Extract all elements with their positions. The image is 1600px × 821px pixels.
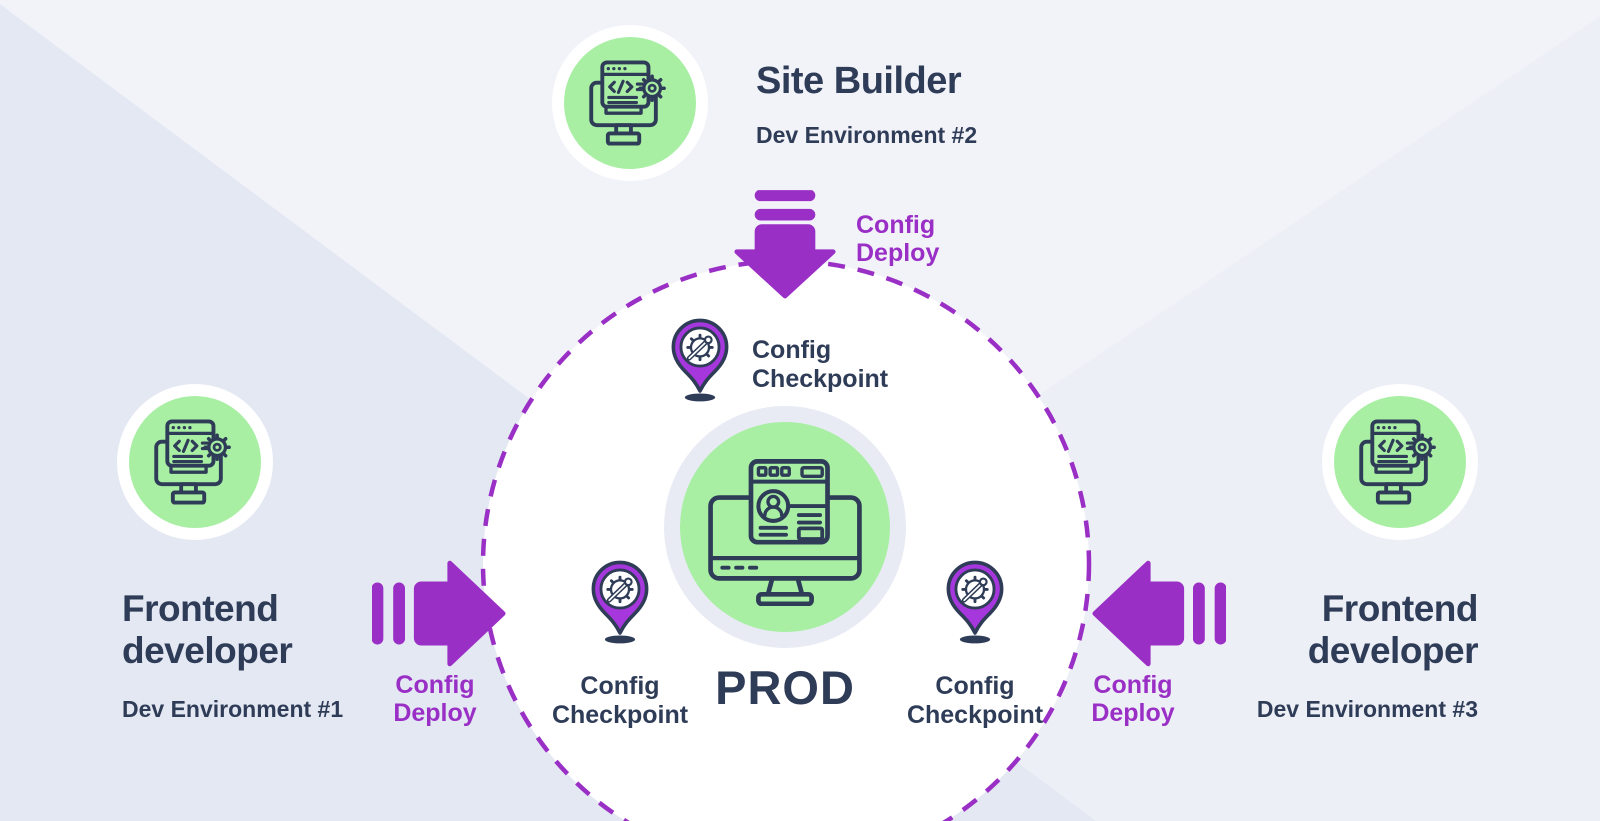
- prod-green-disc: [680, 422, 890, 632]
- frontend-dev-1-title: Frontend developer: [122, 588, 293, 672]
- checkpoint-pin-gear-icon: [584, 558, 656, 646]
- config-deploy-arrow-left-icon: [1090, 560, 1226, 667]
- frontend-dev-1-subtitle: Dev Environment #1: [122, 696, 344, 722]
- config-deploy-label-top: Config Deploy: [856, 211, 940, 267]
- avatar-green-disc: [1334, 396, 1466, 528]
- config-deploy-label-left: Config Deploy: [393, 671, 477, 727]
- config-deploy-arrow-down-icon: [733, 190, 837, 300]
- config-checkpoint-label-left: Config Checkpoint: [551, 672, 689, 729]
- frontend-dev-3-title: Frontend developer: [1307, 588, 1479, 672]
- prod-ring: [664, 406, 906, 648]
- dev-browser-gear-icon: [1352, 414, 1448, 510]
- site-builder-avatar: [552, 25, 708, 181]
- checkpoint-pin-gear-icon: [939, 558, 1011, 646]
- site-builder-title: Site Builder: [756, 60, 962, 102]
- config-checkpoint-label-right: Config Checkpoint: [906, 672, 1044, 729]
- config-deploy-label-right: Config Deploy: [1091, 671, 1175, 727]
- config-deploy-arrow-right-icon: [372, 560, 508, 667]
- prod-label: PROD: [715, 661, 855, 714]
- frontend-dev-3-subtitle: Dev Environment #3: [1256, 696, 1478, 722]
- frontend-dev-3-avatar: [1322, 384, 1478, 540]
- prod-monitor-browser-icon: [705, 455, 865, 606]
- dev-browser-gear-icon: [147, 414, 243, 510]
- avatar-green-disc: [564, 37, 696, 169]
- site-builder-subtitle: Dev Environment #2: [756, 122, 978, 148]
- checkpoint-pin-gear-icon: [664, 316, 736, 404]
- dev-browser-gear-icon: [582, 55, 678, 151]
- config-checkpoint-label-top: Config Checkpoint: [752, 336, 889, 393]
- avatar-green-disc: [129, 396, 261, 528]
- frontend-dev-1-avatar: [117, 384, 273, 540]
